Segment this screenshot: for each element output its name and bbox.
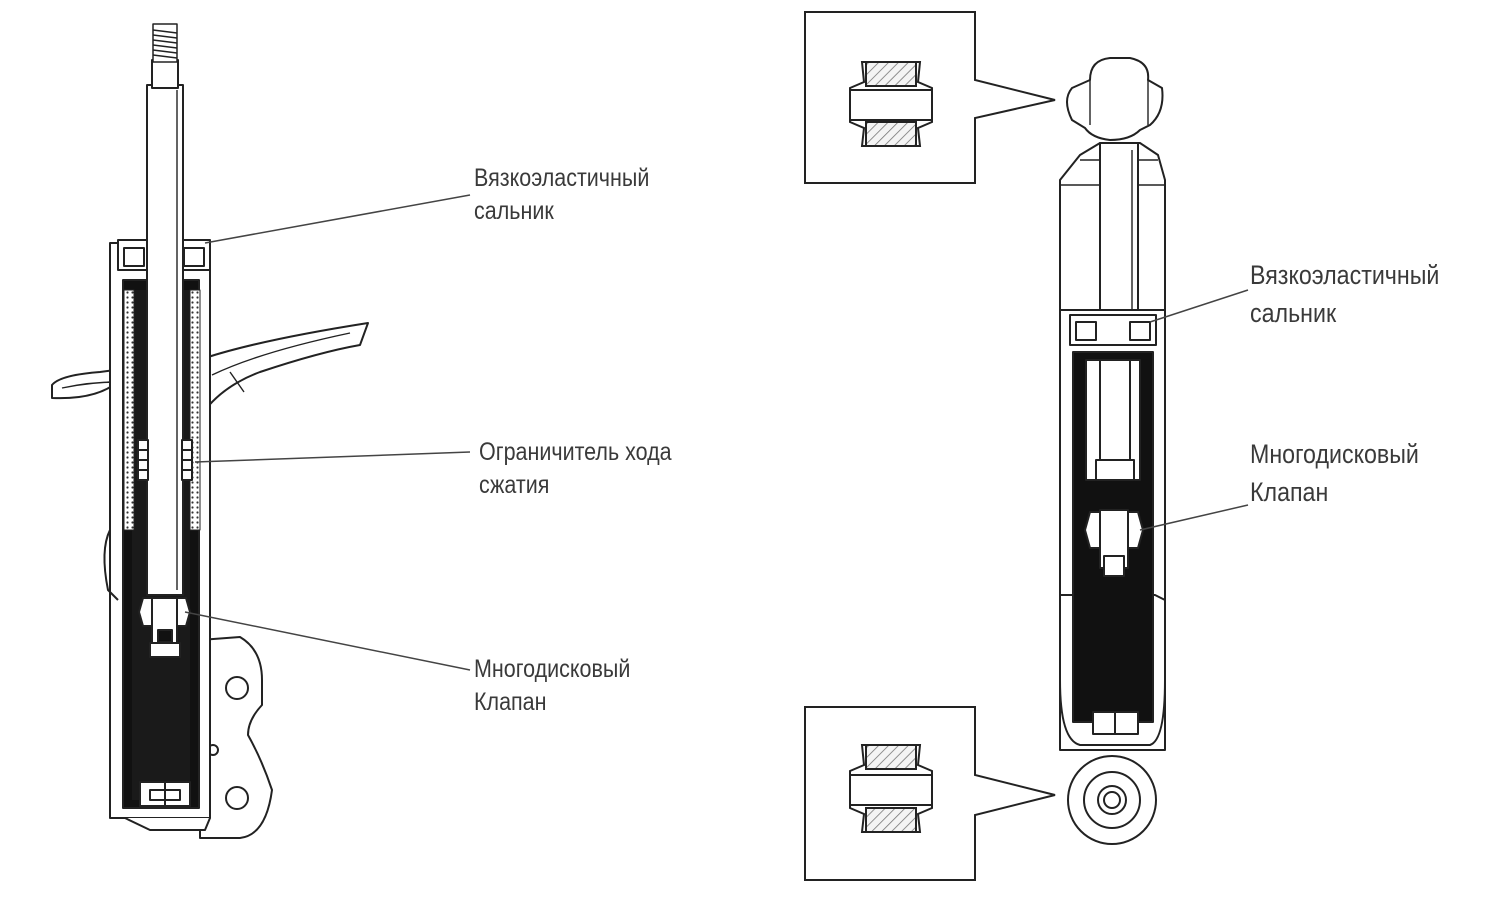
seal-band-left	[123, 289, 135, 531]
label-left-limiter-line1: Ограничитель хода	[479, 438, 672, 466]
macpherson-strut	[51, 23, 369, 839]
base-valve	[139, 781, 191, 807]
label-left-seal-line1: Вязкоэластичный	[474, 164, 650, 192]
piston-valve	[138, 597, 191, 658]
label-right-seal: Вязкоэластичный сальник	[1250, 256, 1439, 332]
bushing-section-top	[849, 61, 933, 147]
thread	[152, 23, 178, 63]
piston-valve-right	[1084, 509, 1144, 577]
leader-valve-right	[1139, 504, 1249, 531]
label-right-valve-line2: Клапан	[1250, 477, 1329, 507]
seal-band-right	[189, 289, 201, 531]
bushing-section-bottom	[849, 744, 933, 833]
label-left-limiter-line2: сжатия	[479, 471, 550, 499]
label-left-valve-line1: Многодисковый	[474, 655, 631, 683]
leader-valve-left	[184, 611, 471, 671]
bracket-hole-lower	[225, 786, 249, 810]
callout-bottom	[804, 706, 1056, 881]
shock-absorber	[1059, 57, 1166, 845]
left-leader-lines	[184, 194, 471, 671]
leader-seal-left	[204, 194, 471, 244]
label-left-seal: Вязкоэластичный сальник	[474, 162, 649, 228]
top-eye	[1066, 57, 1164, 141]
right-leader-lines	[1139, 289, 1249, 531]
knuckle-bracket	[199, 636, 273, 839]
bracket-hole-upper	[225, 676, 249, 700]
label-left-valve: Многодисковый Клапан	[474, 653, 630, 719]
label-right-seal-line2: сальник	[1250, 298, 1337, 328]
callout-top	[804, 11, 1056, 184]
leader-limiter	[194, 451, 471, 463]
leader-seal-right	[1149, 289, 1249, 323]
label-left-valve-line2: Клапан	[474, 688, 547, 716]
label-left-limiter: Ограничитель хода сжатия	[479, 436, 672, 502]
label-left-seal-line2: сальник	[474, 197, 554, 225]
label-right-valve-line1: Многодисковый	[1250, 439, 1419, 469]
label-right-seal-line1: Вязкоэластичный	[1250, 260, 1440, 290]
label-right-valve: Многодисковый Клапан	[1250, 435, 1419, 511]
bump-stop	[137, 439, 193, 481]
